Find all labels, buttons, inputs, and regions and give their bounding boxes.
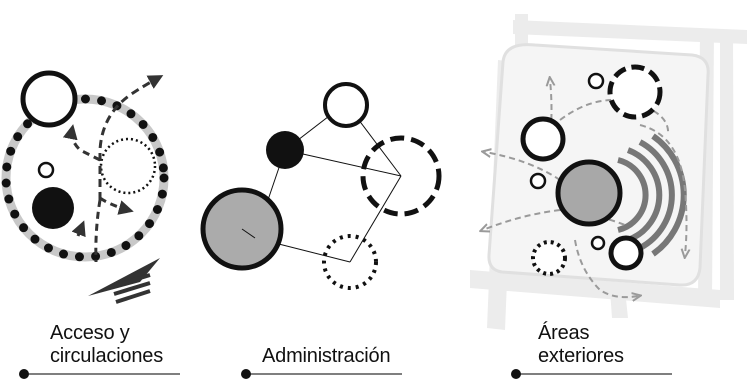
circulation-ring-dots [1,94,169,262]
exterior-path [485,152,561,181]
caption-areas-line1: Áreas [538,322,590,344]
exterior-open-circle-small [608,235,644,271]
admin-node-black [266,131,304,169]
circulation-path-south [94,199,102,263]
exterior-small-circle [590,235,606,251]
radiation-arc [617,157,649,233]
caption-bullet [19,369,29,379]
circulation-path-east [99,196,134,215]
access-node-black [32,187,74,229]
caption-rules [19,369,672,379]
caption-acceso-line2: circulaciones [50,345,164,367]
panel-administracion [200,82,442,290]
caption-administracion: Administración [262,345,391,367]
admin-link [284,149,402,177]
circulation-path-north [98,75,164,200]
exterior-dotted-circle [531,240,567,276]
radiation-arc [626,147,663,243]
access-circle-small [37,161,55,179]
exterior-small-circle [529,172,547,190]
exterior-path [483,209,561,230]
radiation-arc [638,139,675,251]
admin-node-open [323,82,369,128]
circulation-arrow-small [71,220,86,238]
exterior-dashed-circle [607,64,663,120]
entrance-arrow [88,258,160,296]
admin-node-dotted [322,234,378,290]
access-circle-large [20,70,78,128]
admin-link [349,175,402,263]
caption-acceso-line1: Acceso y [50,322,130,344]
caption-bullet [241,369,251,379]
exterior-open-circle [520,116,566,162]
admin-node-dashed [360,135,442,217]
exterior-path [559,209,626,226]
panel-areas-exteriores [470,14,747,330]
exterior-small-circle [587,72,605,90]
circulation-path-west [62,124,101,162]
entrance-step-2 [113,281,151,296]
access-dotted-circle [99,137,157,195]
entrance-step-1 [113,273,151,288]
caption-bullet [511,369,521,379]
exterior-path [574,239,638,297]
radiation-arc [651,133,687,257]
caption-areas-line2: exteriores [538,345,624,367]
panel-acceso-circulaciones [1,70,169,304]
exterior-path [639,124,687,255]
entrance-step-3 [115,289,151,304]
exterior-main-gray-circle [555,159,623,227]
admin-link [241,228,256,239]
